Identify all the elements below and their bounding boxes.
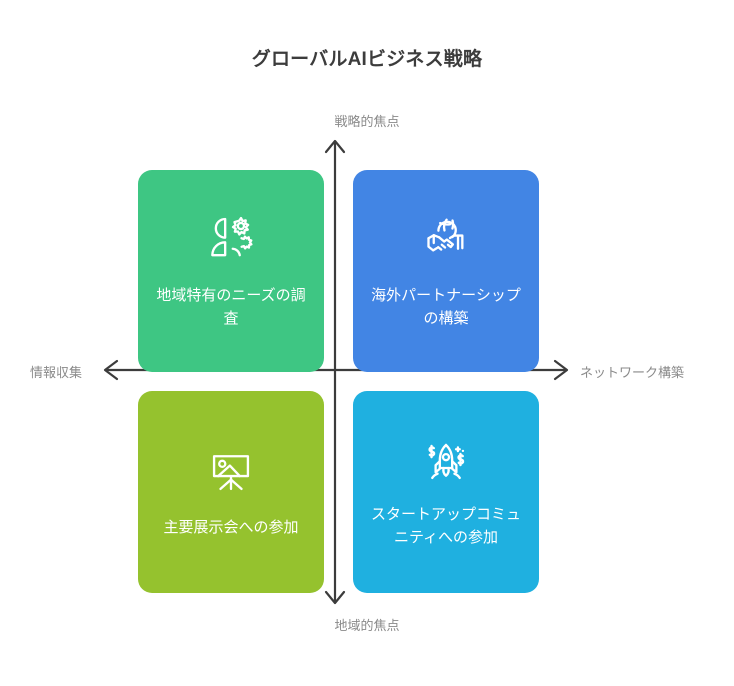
arrow-right-icon: [553, 359, 569, 381]
quadrant-label-bottom-left: 主要展示会への参加: [163, 519, 299, 537]
quadrant-label-top-left: 地域特有のニーズの調査: [156, 286, 306, 327]
presentation-easel-icon: [203, 444, 259, 500]
quadrant-card-bottom-left[interactable]: 主要展示会への参加: [138, 391, 324, 593]
axis-label-right: ネットワーク構築: [580, 365, 685, 380]
quadrant-card-top-right[interactable]: 海外パートナーシップの構築: [353, 170, 539, 372]
vertical-axis: [324, 139, 346, 605]
arrow-up-icon: [324, 139, 346, 154]
axis-label-bottom: 地域的焦点: [334, 618, 400, 633]
axis-label-top: 戦略的焦点: [334, 114, 400, 129]
arrow-left-icon: [103, 359, 119, 381]
arrow-down-icon: [324, 590, 346, 605]
rocket-money-icon: [418, 435, 474, 491]
quadrant-card-bottom-right[interactable]: スタートアップコミュニティへの参加: [353, 391, 539, 593]
axis-label-left: 情報収集: [30, 365, 83, 380]
quadrant-label-top-right: 海外パートナーシップの構築: [371, 286, 521, 327]
page-title: グローバルAIビジネス戦略: [251, 49, 483, 70]
handshake-globe-icon: [418, 212, 474, 268]
quadrant-card-top-left[interactable]: 地域特有のニーズの調査: [138, 170, 324, 372]
quadrant-label-bottom-right: スタートアップコミュニティへの参加: [370, 505, 521, 546]
user-research-gear-icon: [203, 212, 259, 268]
